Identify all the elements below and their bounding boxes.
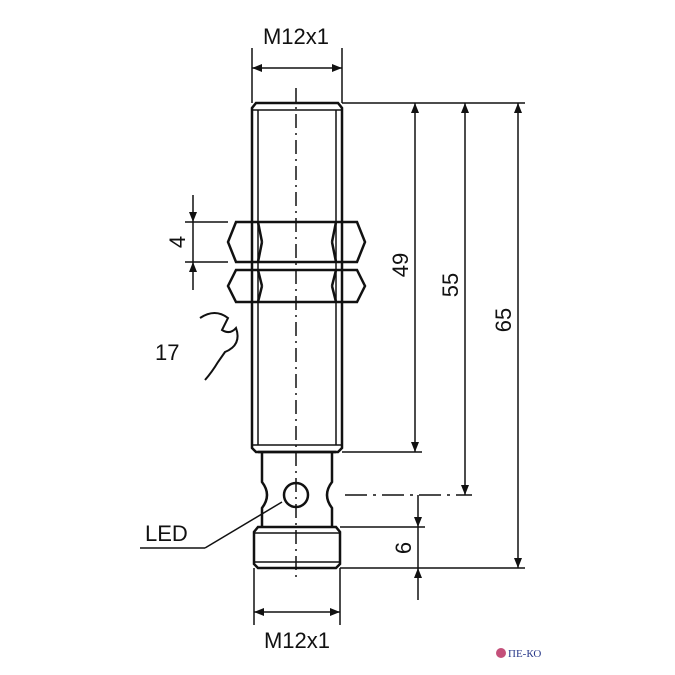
sensor-body xyxy=(226,101,367,570)
dimension-lines xyxy=(140,48,525,625)
wrench-size-label: 17 xyxy=(155,340,179,365)
thread-bottom-label: M12x1 xyxy=(264,628,330,653)
logo-icon xyxy=(496,648,506,658)
dim-49-label: 49 xyxy=(388,253,413,277)
nut-lower xyxy=(226,268,367,304)
thread-top-label: M12x1 xyxy=(263,24,329,49)
wrench-icon xyxy=(199,312,239,381)
dim-6-label: 6 xyxy=(391,542,416,554)
watermark-logo: ПЕ-КО xyxy=(496,648,541,660)
led-label: LED xyxy=(145,521,188,546)
nut-upper xyxy=(226,220,367,264)
watermark-text: ПЕ-КО xyxy=(508,648,542,660)
dim-65-label: 65 xyxy=(491,308,516,332)
nut-thickness-label: 4 xyxy=(165,236,190,248)
dim-55-label: 55 xyxy=(438,273,463,297)
